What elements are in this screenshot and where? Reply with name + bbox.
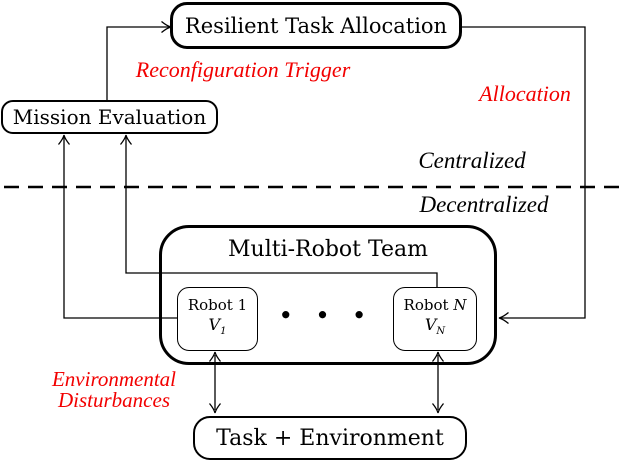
label-decentralized: Decentralized	[419, 192, 549, 217]
node-mission-evaluation: Mission Evaluation	[1, 100, 218, 134]
robot-n-title: Robot N	[403, 296, 467, 315]
robot-n-variable: VN	[424, 315, 446, 338]
ellipsis-dots: • • •	[278, 301, 374, 330]
node-task-environment: Task + Environment	[193, 416, 467, 460]
robot-1-variable: V1	[208, 315, 227, 338]
multi-robot-team-title: Multi-Robot Team	[228, 237, 428, 262]
label-environmental-disturbances: Environmental Disturbances	[51, 367, 177, 412]
node-resilient-task-allocation: Resilient Task Allocation	[170, 2, 462, 49]
arrowhead-into-mission-eval-right	[119, 134, 133, 145]
node-label: Resilient Task Allocation	[184, 13, 448, 38]
arrowhead-into-team	[498, 311, 509, 325]
label-allocation: Allocation	[479, 81, 571, 106]
label-reconfiguration-trigger: Reconfiguration Trigger	[135, 57, 351, 82]
arrowhead-down-task-env-right	[431, 403, 445, 414]
arrowhead-into-mission-eval-left	[57, 134, 71, 145]
node-robot-1: Robot 1 V1	[177, 287, 258, 351]
node-label: Mission Evaluation	[12, 105, 207, 129]
arrowhead-down-task-env-left	[208, 403, 222, 414]
robot-1-title: Robot 1	[187, 296, 248, 315]
node-label: Task + Environment	[216, 425, 444, 451]
node-robot-n: Robot N VN	[393, 287, 477, 351]
label-centralized: Centralized	[418, 148, 526, 173]
